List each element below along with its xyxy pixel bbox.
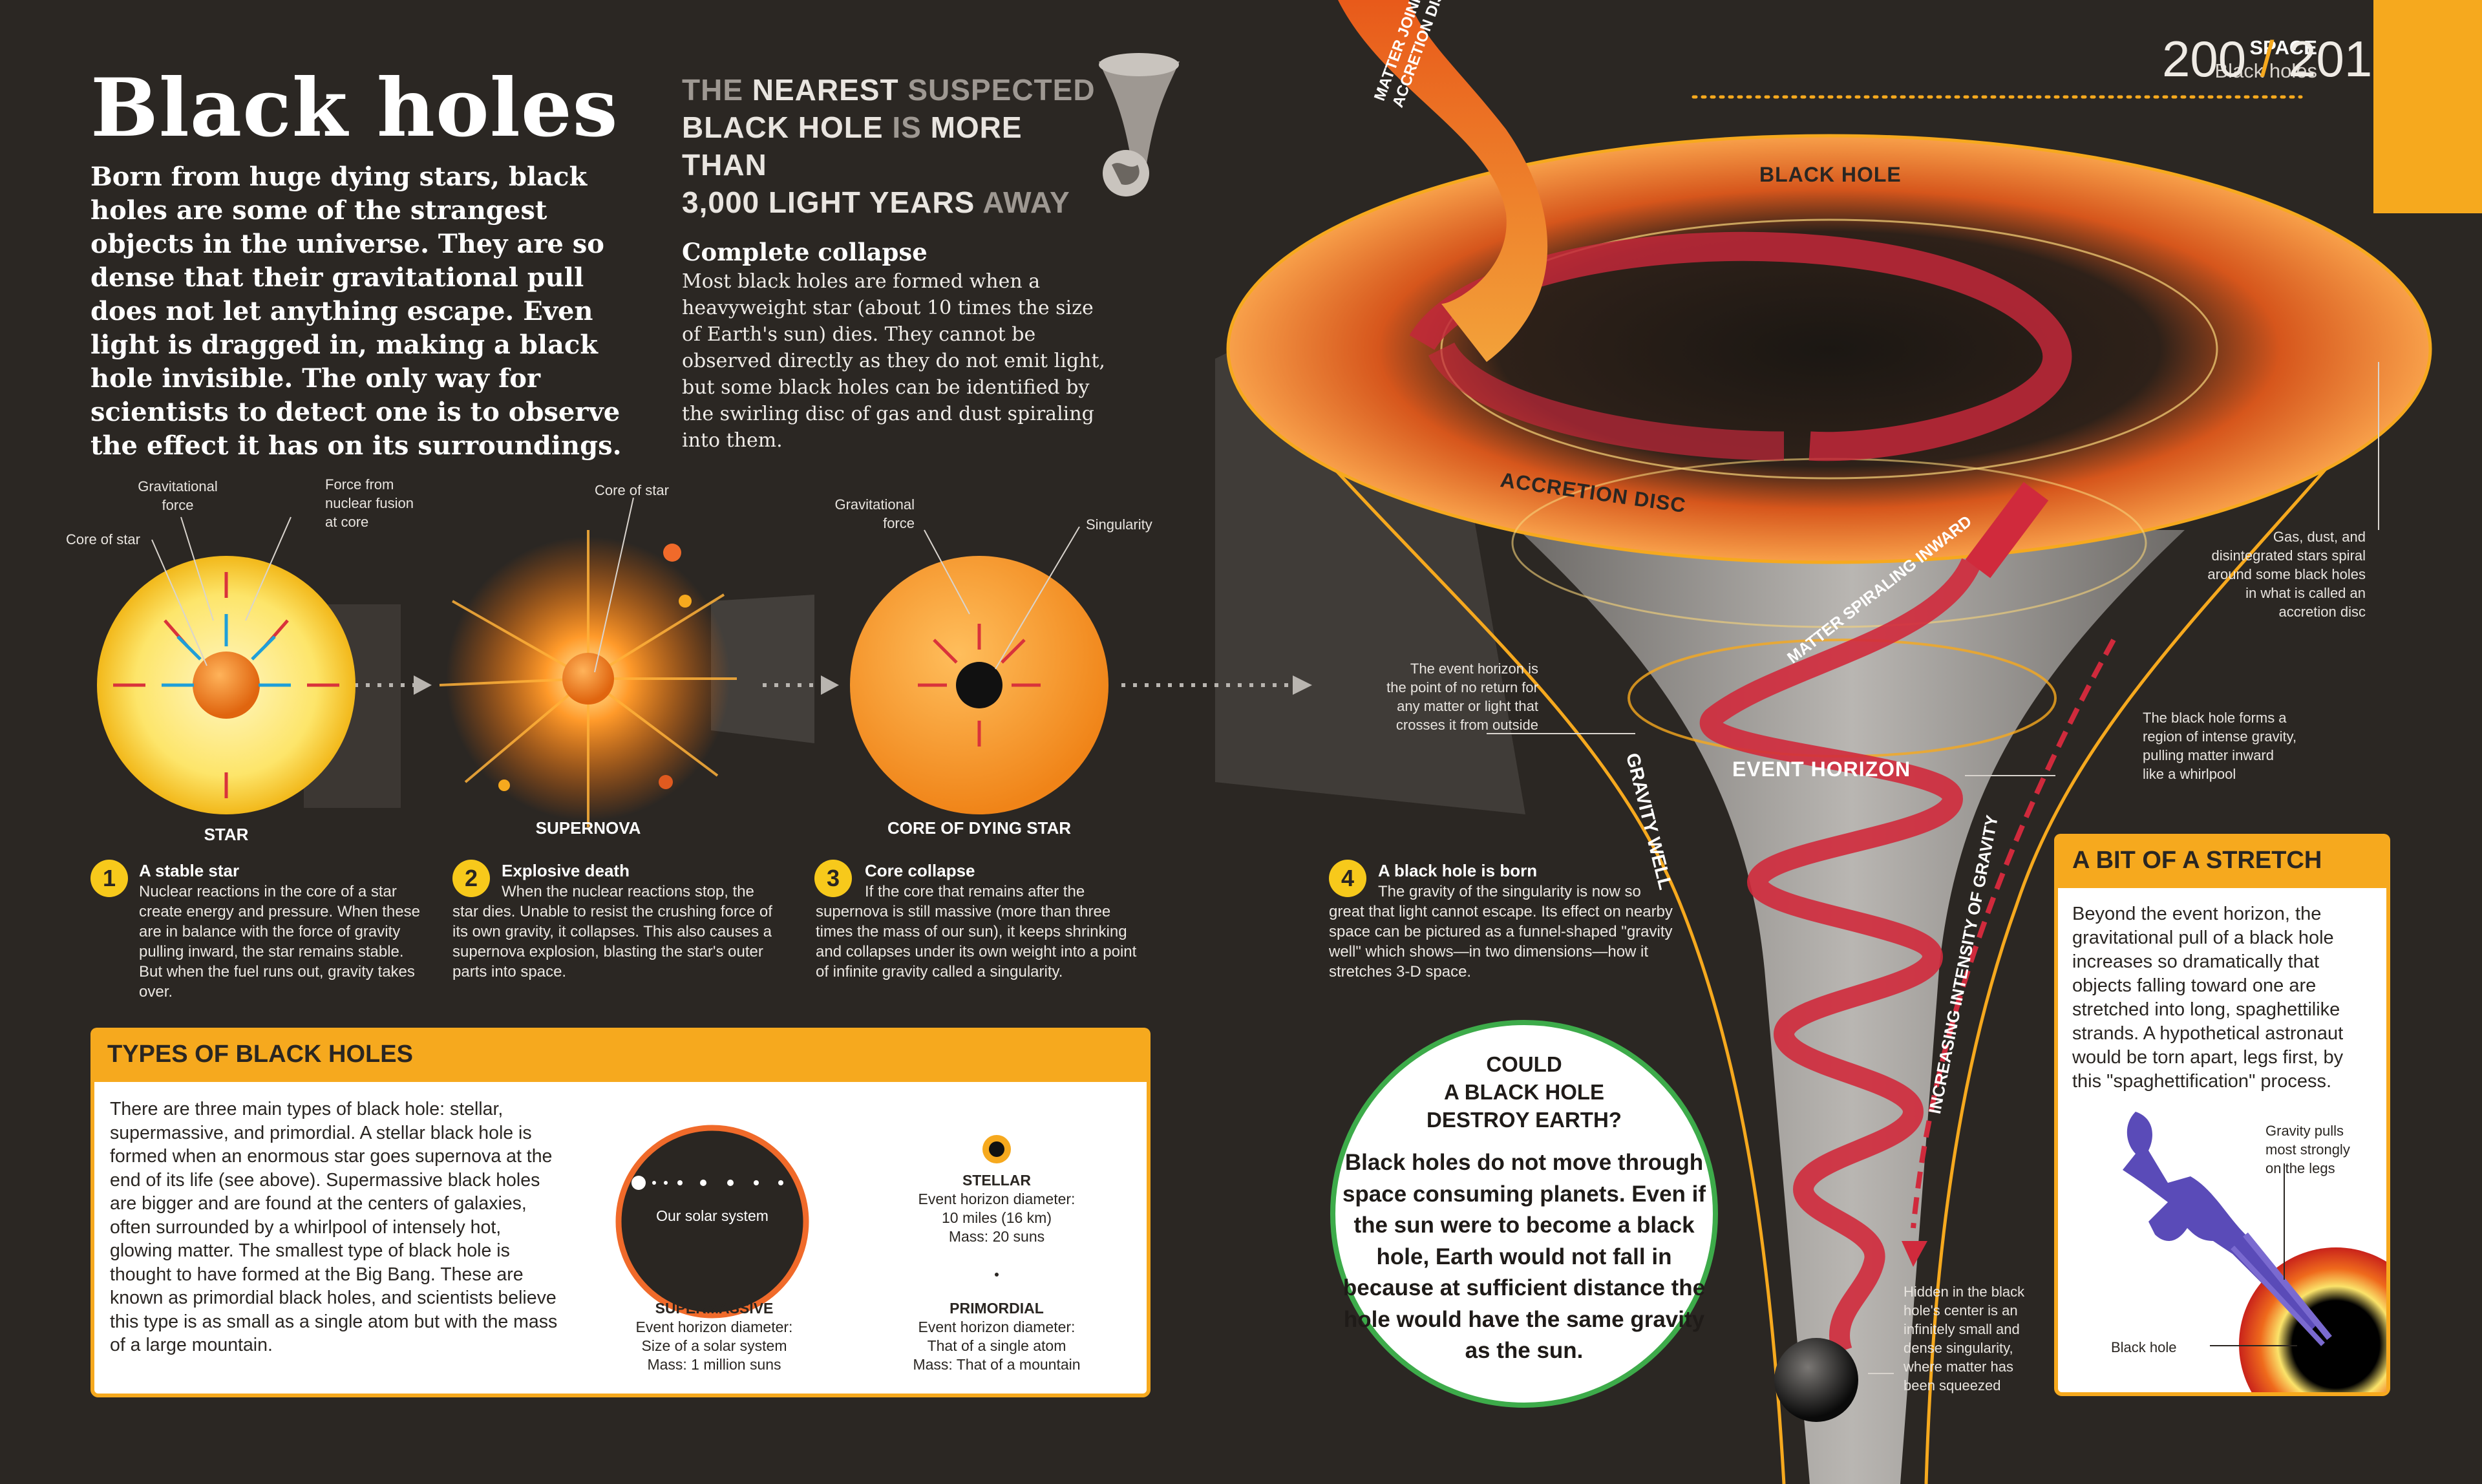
page-tab [2373, 0, 2482, 213]
stretch-heading: A BIT OF A STRETCH [2072, 847, 2322, 874]
step-1-number: 1 [90, 860, 128, 897]
step-2-number: 2 [452, 860, 490, 897]
page-right: 201 [2288, 30, 2373, 87]
label-supernova-core: Core of star [595, 482, 669, 498]
primordial-caption: PRIMORDIAL Event horizon diameter: That … [913, 1300, 1081, 1373]
nearest-w7: 3,000 LIGHT YEARS [682, 186, 975, 219]
primordial-dot [995, 1273, 999, 1277]
step-3-body: If the core that remains after the super… [816, 883, 1137, 980]
step-3-heading: Core collapse [865, 861, 975, 880]
step-4-body: The gravity of the singularity is now so… [1329, 883, 1673, 980]
nearest-w2: NEAREST [752, 73, 899, 107]
solar-sun-icon [631, 1176, 646, 1190]
step-4-heading: A black hole is born [1378, 861, 1538, 880]
collapse-heading: Complete collapse [682, 238, 928, 266]
nearest-w6: MORE THAN [682, 111, 1023, 182]
step-1-body: Nuclear reactions in the core of a star … [139, 883, 420, 1001]
step-2-heading: Explosive death [502, 861, 630, 880]
types-diagram [615, 1125, 1011, 1319]
subsection-label: Black holes [2214, 59, 2317, 82]
nearest-w4: BLACK HOLE [682, 111, 884, 144]
nearest-w3: SUSPECTED [907, 73, 1096, 107]
solar-system-label: Our solar system [656, 1207, 769, 1224]
section-label: SPACE [2249, 36, 2317, 59]
earth-question-body: Black holes do not move through space co… [1342, 1150, 1706, 1363]
label-mini-hole: Black hole [2111, 1339, 2177, 1355]
label-event-horizon: EVENT HORIZON [1732, 758, 1911, 781]
stellar-caption: STELLAR Event horizon diameter: 10 miles… [918, 1172, 1076, 1245]
stretch-header: A BIT OF A STRETCH [2054, 834, 2390, 888]
supermassive-disc [615, 1125, 809, 1319]
stretch-body: Beyond the event horizon, the gravitatio… [2072, 904, 2344, 1092]
supermassive-caption: SUPERMASSIVE Event horizon diameter: Siz… [635, 1300, 793, 1373]
page-title: Black holes [90, 61, 619, 155]
step-1-heading: A stable star [139, 861, 240, 880]
stage-supernova: SUPERNOVA [535, 818, 641, 838]
step-4-number: 4 [1329, 860, 1366, 897]
label-star-core: Core of star [66, 531, 140, 547]
label-singularity: Singularity [1086, 516, 1152, 533]
page-left: 200 [2162, 30, 2247, 87]
stage-dying-core: CORE OF DYING STAR [887, 818, 1072, 838]
collapse-body: Most black holes are formed when a heavy… [682, 270, 1105, 452]
stage-star: STAR [204, 825, 249, 844]
spaghettification-illustration [2123, 1112, 2386, 1392]
page-numbers: 200 / 201 [2162, 30, 2373, 87]
astronaut-figure [2123, 1112, 2317, 1331]
nearest-w5: IS [892, 111, 922, 144]
types-header: TYPES OF BLACK HOLES [90, 1028, 1151, 1082]
nearest-fact: THE NEAREST SUSPECTED BLACK HOLE IS MORE… [682, 71, 1096, 221]
types-body: There are three main types of black hole… [110, 1099, 558, 1355]
nearest-w1: THE [682, 73, 743, 107]
nearest-w8: AWAY [982, 186, 1070, 219]
label-black-hole: BLACK HOLE [1759, 163, 1902, 186]
types-heading: TYPES OF BLACK HOLES [107, 1041, 413, 1068]
step-2-body: When the nuclear reactions stop, the sta… [452, 883, 772, 980]
intro-text: Born from huge dying stars, black holes … [90, 162, 622, 461]
earth-question-circle [1330, 1020, 1718, 1408]
step-3-number: 3 [814, 860, 852, 897]
